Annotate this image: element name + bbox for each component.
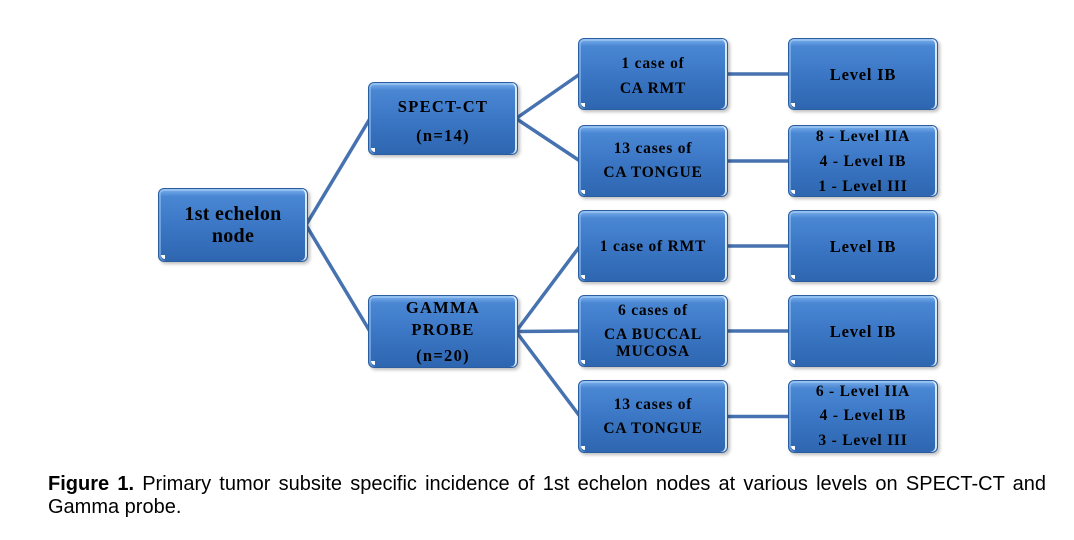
levels-gamma-ca-tongue: 6 - Level IIA 4 - Level IB 3 - Level III — [788, 380, 938, 453]
node-label-line: 1 case of — [621, 55, 685, 72]
connector-node-gamma-probe-to-node-gamma-ca-tongue — [514, 330, 582, 418]
connector-layer — [304, 72, 790, 419]
connector-node-1st-echelon-node-to-node-gamma-probe — [304, 224, 372, 333]
connector-node-1st-echelon-node-to-node-spect-ct — [304, 117, 372, 226]
node-label-line: 13 cases of — [613, 395, 693, 413]
connector-node-spect-ct-to-node-spect-ct-ca-rmt — [515, 72, 581, 120]
node-spect-ct: SPECT-CT (n=14) — [368, 82, 518, 155]
node-gamma-ca-buccal-mucosa: 6 cases of CA BUCCAL MUCOSA — [578, 295, 728, 367]
level-line: Level IB — [829, 64, 897, 84]
figure-caption: Figure 1. Primary tumor subsite specific… — [48, 473, 1046, 519]
level-line: 8 - Level IIA — [815, 127, 911, 145]
connector-node-spect-ct-to-node-spect-ct-ca-tongue — [515, 117, 581, 163]
connector-node-gamma-probe-to-node-gamma-ca-buccal-mucosa — [515, 329, 581, 334]
node-label-line: MUCOSA — [616, 343, 690, 360]
level-line: 6 - Level IIA — [815, 382, 911, 400]
node-count-line: (n=14) — [416, 125, 470, 145]
node-gamma-ca-tongue: 13 cases of CA TONGUE — [578, 380, 728, 453]
node-spect-ct-ca-rmt: 1 case of CA RMT — [578, 38, 728, 110]
node-label-line: 6 cases of — [618, 302, 688, 319]
caption-label: Figure 1. — [48, 473, 134, 495]
node-1st-echelon-node: 1st echelon node — [158, 188, 308, 262]
node-label-line: CA TONGUE — [603, 419, 703, 437]
node-label-line: SPECT-CT — [397, 96, 489, 116]
node-label-line: node — [211, 225, 255, 247]
flow-diagram: 1st echelon node SPECT-CT (n=14) GAMMA P… — [158, 38, 938, 453]
node-gamma-probe: GAMMA PROBE (n=20) — [368, 295, 518, 368]
node-label-line: 1 case of RMT — [599, 237, 707, 255]
node-label-line: 1st echelon — [184, 203, 282, 225]
level-line: Level IB — [829, 236, 897, 256]
level-line: 3 - Level III — [818, 431, 908, 449]
connector-node-gamma-probe-to-node-gamma-rmt — [514, 244, 582, 333]
level-line: 1 - Level III — [818, 177, 908, 195]
levels-spect-ct-ca-tongue: 8 - Level IIA 4 - Level IB 1 - Level III — [788, 125, 938, 197]
level-line: Level IB — [829, 321, 897, 341]
node-label-line: 13 cases of — [613, 140, 693, 157]
node-spect-ct-ca-tongue: 13 cases of CA TONGUE — [578, 125, 728, 197]
level-line: 4 - Level IB — [819, 407, 907, 425]
caption-text: Primary tumor subsite specific incidence… — [48, 473, 1046, 518]
node-label-line: GAMMA — [405, 297, 481, 317]
levels-spect-ct-ca-rmt: Level IB — [788, 38, 938, 110]
node-label-line: CA BUCCAL — [603, 326, 703, 343]
levels-gamma-ca-buccal-mucosa: Level IB — [788, 295, 938, 367]
levels-gamma-rmt: Level IB — [788, 210, 938, 282]
node-count-line: (n=20) — [416, 345, 470, 365]
level-line: 4 - Level IB — [819, 152, 907, 170]
node-label-line: CA TONGUE — [603, 164, 703, 181]
node-label-line: PROBE — [411, 319, 475, 339]
node-gamma-rmt: 1 case of RMT — [578, 210, 728, 282]
node-label-line: CA RMT — [619, 80, 687, 97]
